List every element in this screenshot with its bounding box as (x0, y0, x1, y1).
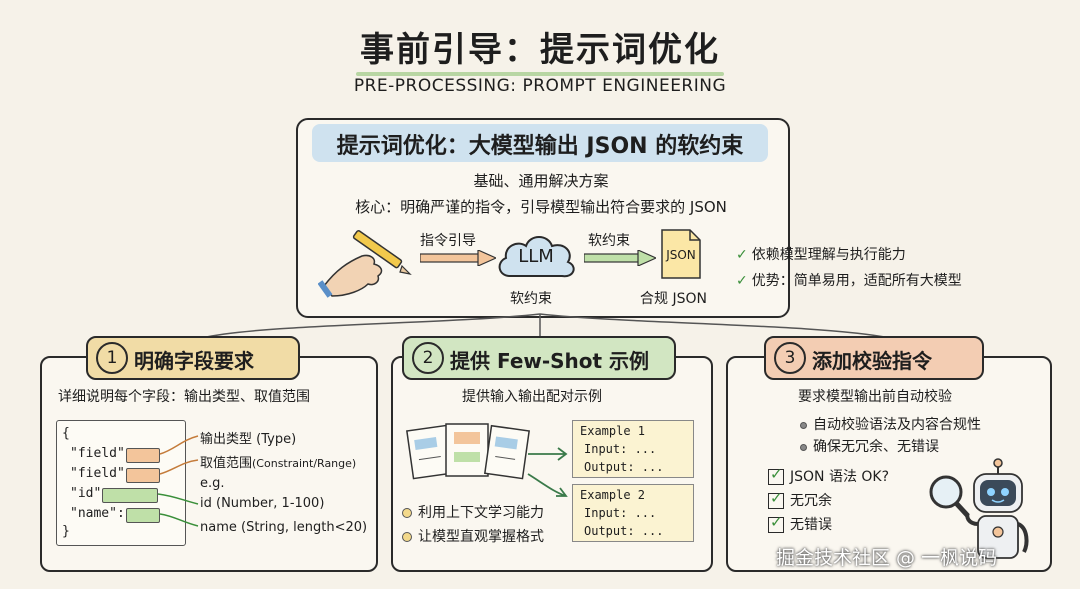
panel3-bullet: 自动校验语法及内容合规性 (800, 414, 981, 434)
code-line: } (62, 524, 70, 539)
annotation-name: name (String, length<20) (200, 520, 368, 535)
robot-magnifier-icon (929, 458, 1029, 559)
bullet-dot-icon (800, 443, 807, 451)
panel3-desc: 要求模型输出前自动校验 (798, 389, 952, 405)
llm-caption: 软约束 (510, 291, 552, 307)
code-line: "id": (70, 486, 110, 501)
top-box-header (312, 124, 768, 162)
arrows-to-examples (527, 447, 568, 497)
json-caption: 合规 JSON (640, 291, 707, 307)
checkbox-checked-icon (768, 465, 784, 485)
annotation-arrows (158, 435, 199, 527)
basic-solution-text: 基础、通用解决方案 (473, 172, 609, 190)
step-number: 1 (96, 342, 128, 374)
llm-label: LLM (518, 246, 554, 267)
panel2-desc: 提供输入输出配对示例 (462, 389, 602, 405)
annotation-id: id (Number, 1-100) (200, 496, 325, 511)
json-document-label: JSON (666, 248, 696, 262)
llm-cloud-icon (498, 236, 575, 278)
example-output: Output: ... (584, 524, 664, 538)
panel1-title: 明确字段要求 (134, 349, 254, 373)
code-line: { (62, 426, 70, 441)
arrow-label-soft-constraint: 软约束 (588, 233, 630, 249)
json-document-icon (661, 229, 701, 279)
panel3-title: 添加校验指令 (812, 349, 932, 373)
page-title: 事前引导：提示词优化 (360, 30, 720, 70)
panel2-bullet: 利用上下文学习能力 (402, 502, 544, 522)
check-icon: ✓ (736, 247, 748, 263)
top-box-title: 提示词优化：大模型输出 JSON 的软约束 (336, 134, 744, 159)
id-slot (102, 488, 158, 503)
step-number: 2 (412, 342, 444, 374)
code-line: "field": (70, 446, 133, 461)
example-input: Input: ... (584, 506, 657, 520)
validation-check: JSON 语法 OK? (768, 465, 889, 486)
step-number: 3 (774, 342, 806, 374)
subtitle-underline (356, 72, 724, 76)
documents-icon (406, 423, 530, 480)
checkbox-checked-icon (768, 489, 784, 509)
name-slot (126, 508, 160, 523)
hand-pencil-icon (318, 230, 412, 298)
annotation-eg: e.g. (200, 476, 225, 491)
example-card (572, 420, 694, 478)
example-output: Output: ... (584, 460, 664, 474)
bullet-dot-icon (800, 421, 807, 429)
panel1-desc: 详细说明每个字段：输出类型、取值范围 (58, 389, 310, 405)
validation-check: 无错误 (768, 513, 832, 534)
panel2-title: 提供 Few-Shot 示例 (450, 349, 650, 373)
arrow-right-icon (420, 250, 496, 266)
type-slot (126, 448, 160, 463)
core-text: 核心：明确严谨的指令，引导模型输出符合要求的 JSON (355, 198, 727, 216)
checkbox-checked-icon (768, 513, 784, 533)
code-line: "name": (70, 506, 125, 521)
example-title: Example 2 (580, 488, 646, 502)
annotation-type: 输出类型 (Type) (200, 432, 297, 447)
code-block (56, 420, 186, 546)
connector-lines (201, 313, 891, 339)
watermark: 掘金技术社区 @ 一枫说码 (776, 547, 998, 569)
panel2-bullet: 让模型直观掌握格式 (402, 526, 544, 546)
arrow-label-instruction: 指令引导 (420, 233, 476, 249)
example-input: Input: ... (584, 442, 657, 456)
bullet-dot-icon (402, 532, 412, 542)
validation-check: 无冗余 (768, 489, 832, 510)
example-card (572, 484, 694, 542)
top-check-item: ✓优势：简单易用，适配所有大模型 (736, 273, 962, 289)
check-icon: ✓ (736, 273, 748, 289)
page-subtitle: PRE-PROCESSING: PROMPT ENGINEERING (353, 76, 727, 96)
code-line: "field": (70, 466, 133, 481)
bullet-dot-icon (402, 508, 412, 518)
range-slot (126, 468, 160, 483)
panel3-bullet: 确保无冗余、无错误 (800, 436, 939, 456)
arrow-right-icon (584, 250, 656, 266)
example-title: Example 1 (580, 424, 646, 438)
annotation-range: 取值范围(Constraint/Range) (200, 456, 357, 471)
top-check-item: ✓依赖模型理解与执行能力 (736, 247, 906, 263)
